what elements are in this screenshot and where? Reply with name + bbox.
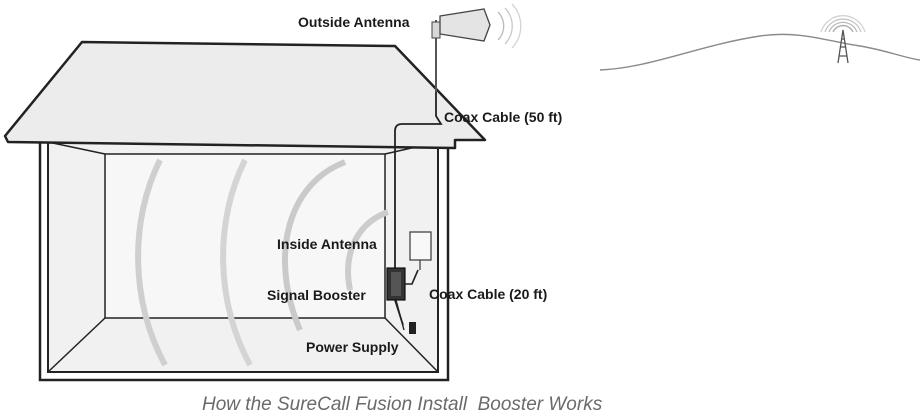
label-coax-cable-20: Coax Cable (20 ft) [429,286,547,302]
coax-cable-50 [394,92,443,326]
outside-antenna-icon [431,3,522,92]
diagram-caption: How the SureCall Fusion Install Booster … [202,394,603,415]
coax-cable-20 [405,269,419,285]
inside-antenna-icon [409,231,432,270]
label-coax-cable-50: Coax Cable (50 ft) [444,109,562,125]
signal-waves [135,158,390,367]
label-outside-antenna: Outside Antenna [298,14,410,30]
cell-tower-icon [820,15,866,64]
label-signal-booster: Signal Booster [267,287,366,303]
label-inside-antenna: Inside Antenna [277,236,377,252]
power-supply-icon [395,299,416,334]
hill-landscape [599,33,921,71]
signal-booster-icon [386,267,406,301]
label-power-supply: Power Supply [306,339,399,355]
